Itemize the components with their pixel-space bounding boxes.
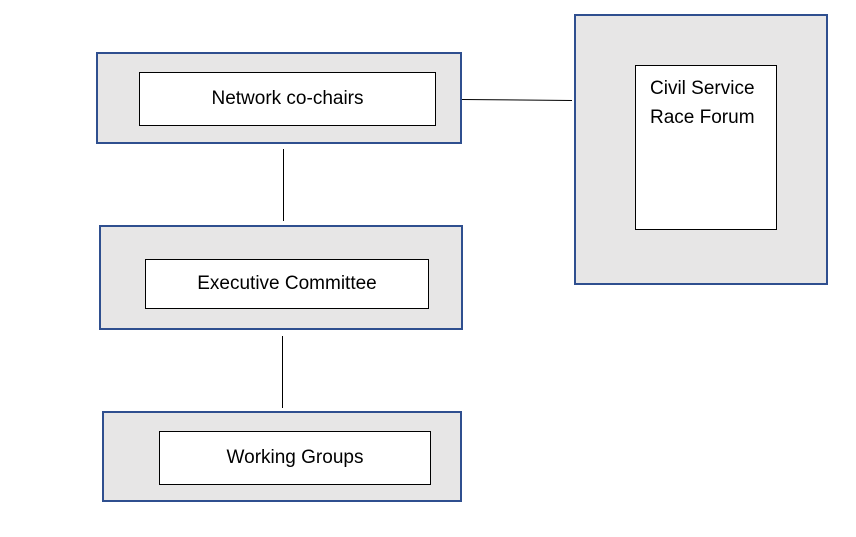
executive-committee-box[interactable]: Executive Committee xyxy=(145,259,429,309)
executive-committee-frame: Executive Committee xyxy=(99,225,463,330)
working-groups-box[interactable]: Working Groups xyxy=(159,431,431,485)
network-cochairs-frame: Network co-chairs xyxy=(96,52,462,144)
working-groups-label: Working Groups xyxy=(226,447,364,468)
connector-executive-to-working-groups xyxy=(282,336,283,408)
race-forum-frame: Civil Service Race Forum xyxy=(574,14,828,285)
network-cochairs-box[interactable]: Network co-chairs xyxy=(139,72,436,126)
working-groups-frame: Working Groups xyxy=(102,411,462,502)
network-cochairs-label: Network co-chairs xyxy=(211,88,364,109)
connector-cochairs-to-forum xyxy=(461,99,573,101)
connector-cochairs-to-executive xyxy=(283,149,284,221)
race-forum-label: Civil Service Race Forum xyxy=(650,78,755,128)
race-forum-box[interactable]: Civil Service Race Forum xyxy=(635,65,777,230)
executive-committee-label: Executive Committee xyxy=(197,273,377,294)
